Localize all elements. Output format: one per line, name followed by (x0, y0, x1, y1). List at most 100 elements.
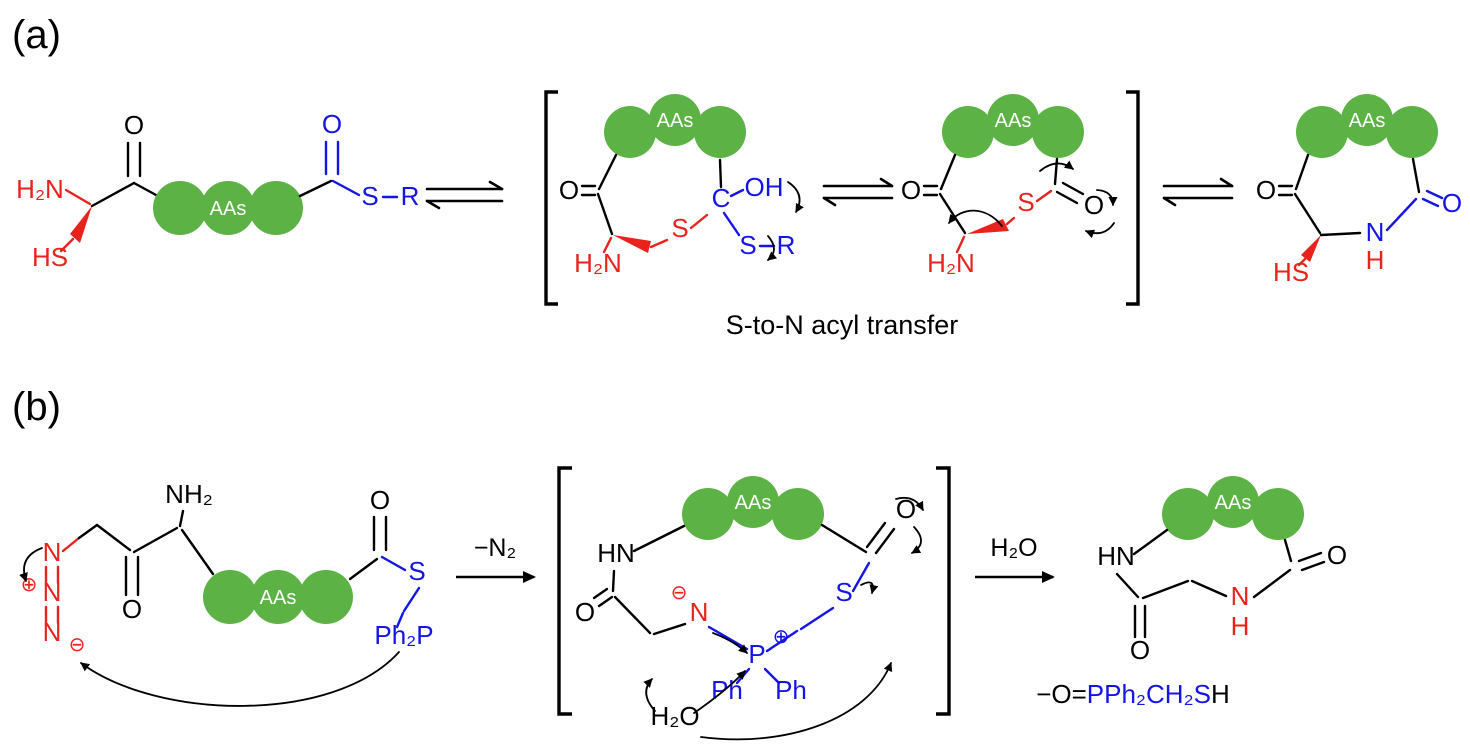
ph-left-label: Ph (711, 675, 743, 705)
sulfur-label: S (739, 230, 756, 260)
aas-label: AAs (260, 587, 297, 609)
bond (596, 192, 614, 236)
arrow-2-label: H₂O (990, 534, 1037, 562)
double-bond-line (1061, 181, 1085, 196)
bond (707, 625, 749, 651)
aa-residue-circle (694, 106, 746, 158)
bond (938, 192, 967, 235)
minus-charge: ⊖ (671, 582, 688, 604)
ring-s-label: S (671, 213, 688, 243)
aa-residue-circle (1162, 488, 1214, 540)
panel-b-reactant: AAs N N N ⊕ ⊖ O NH₂ O S Ph₂P (19, 479, 434, 707)
bond (180, 528, 215, 576)
harpoon-head (822, 196, 837, 207)
bond (380, 555, 407, 572)
aa-residue-circle (249, 181, 303, 235)
bond (955, 235, 966, 254)
aas-label: AAs (1349, 110, 1386, 132)
double-bond-line (874, 527, 896, 555)
panel-a-product: AAs O HS N H O (1256, 94, 1462, 287)
bond (602, 236, 613, 254)
bond (1293, 192, 1322, 235)
aa-residue-circle (649, 94, 701, 146)
bond (632, 524, 686, 553)
curved-arrow-azide (19, 547, 43, 582)
bond (1411, 157, 1421, 194)
ph-right-label: Ph (775, 675, 807, 705)
curved-arrow (1096, 189, 1118, 206)
aas-label: AAs (995, 110, 1032, 132)
reaction-arrow-2: H₂O (975, 534, 1055, 583)
bond (652, 622, 687, 636)
curved-arrow (1085, 222, 1115, 239)
thioester-o-label: O (370, 485, 390, 515)
bond (820, 523, 868, 554)
byproduct-prefix: −O= (1036, 679, 1087, 709)
aa-residue-circle (201, 181, 255, 235)
azide-n1-label: N (43, 537, 62, 567)
bond (1297, 257, 1307, 267)
harpoon-head (1162, 196, 1177, 207)
aas-label: AAs (657, 110, 694, 132)
aa-residue-circle (942, 106, 994, 158)
bond (1005, 216, 1016, 226)
double-bond-line (1297, 551, 1323, 563)
curved-arrow (860, 581, 879, 594)
sulfur-label: S (408, 556, 425, 586)
bond (298, 179, 333, 198)
bond (1132, 528, 1169, 556)
aa-residue-circle (987, 94, 1039, 146)
harpoon-head (1219, 177, 1234, 188)
byproduct-suffix: H (1211, 679, 1230, 709)
amine-label: H₂N (574, 248, 622, 278)
double-bond-line (1421, 197, 1440, 208)
aa-residue-circle (682, 488, 734, 540)
bond (1190, 579, 1228, 598)
amide-o-label: O (122, 594, 142, 624)
bond (851, 561, 871, 593)
equilibrium-arrow-3 (1162, 177, 1234, 207)
curved-arrow (643, 678, 656, 712)
arrow-1-label: −N₂ (474, 534, 516, 562)
curved-arrow (895, 496, 924, 511)
left-o-label: O (575, 597, 595, 627)
azide-n2-label: N (43, 577, 62, 607)
aas-label: AAs (735, 492, 772, 514)
bond (613, 595, 652, 635)
panel-a-caption: S-to-N acyl transfer (726, 310, 959, 340)
bond (611, 569, 616, 593)
panel-a-reactant: AAs O O H₂N HS S R (16, 109, 419, 272)
right-o-label: O (1327, 540, 1347, 570)
double-bond-line (597, 595, 614, 608)
curved-arrow (948, 209, 1003, 227)
bond (1283, 538, 1293, 563)
curved-arrow (693, 670, 746, 714)
bond (178, 509, 185, 528)
harpoon-head (488, 180, 504, 191)
azide-n3-label: N (43, 617, 62, 647)
panel-a-label: (a) (12, 13, 61, 57)
thioester-o-label: O (322, 109, 342, 139)
plus-charge: ⊕ (773, 626, 790, 648)
thiol-label: HS (1273, 257, 1309, 287)
bond (649, 238, 669, 249)
panel-a-intermediate-1: AAs O H₂N S C OH S R (559, 94, 804, 278)
hn-label: HN (1097, 541, 1135, 571)
nh-label: H (1366, 245, 1385, 275)
tetrahedral-c-label: C (712, 183, 731, 213)
bond (763, 667, 781, 685)
double-bond-line (1055, 190, 1079, 205)
left-o-label: O (1256, 175, 1276, 205)
bond (77, 523, 99, 540)
bond (132, 181, 158, 197)
sulfur-label: S (835, 577, 852, 607)
bond (1141, 579, 1190, 600)
aa-residue-circle (1207, 476, 1259, 528)
bond (597, 153, 618, 191)
ring-n-label: N (1231, 581, 1250, 611)
bracket-right-b (936, 466, 951, 716)
bond (64, 188, 92, 206)
aa-residue-circle (604, 106, 656, 158)
aa-residue-circle (153, 181, 207, 235)
